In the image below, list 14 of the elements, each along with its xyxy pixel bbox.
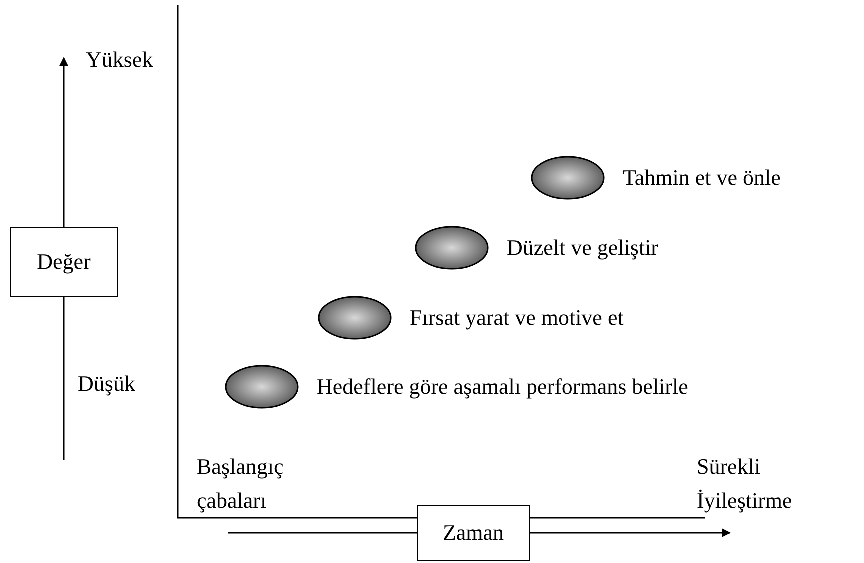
axis-label: Yüksek xyxy=(86,46,154,74)
axis-line xyxy=(63,297,65,460)
step-label: Fırsat yarat ve motive et xyxy=(410,305,624,331)
step-label: Düzelt ve geliştir xyxy=(507,235,659,261)
arrow xyxy=(530,528,731,538)
arrow xyxy=(60,57,68,227)
axis-label: Başlangıç çabaları xyxy=(197,453,285,515)
label-box: Değer xyxy=(10,227,118,297)
label-box: Zaman xyxy=(417,505,530,561)
axis-label: Sürekli İyileştirme xyxy=(697,453,794,515)
axis-line xyxy=(228,532,417,534)
axis-label: Düşük xyxy=(78,370,136,398)
step-label: Hedeflere göre aşamalı performans belirle xyxy=(317,374,688,400)
step-label: Tahmin et ve önle xyxy=(623,165,781,191)
